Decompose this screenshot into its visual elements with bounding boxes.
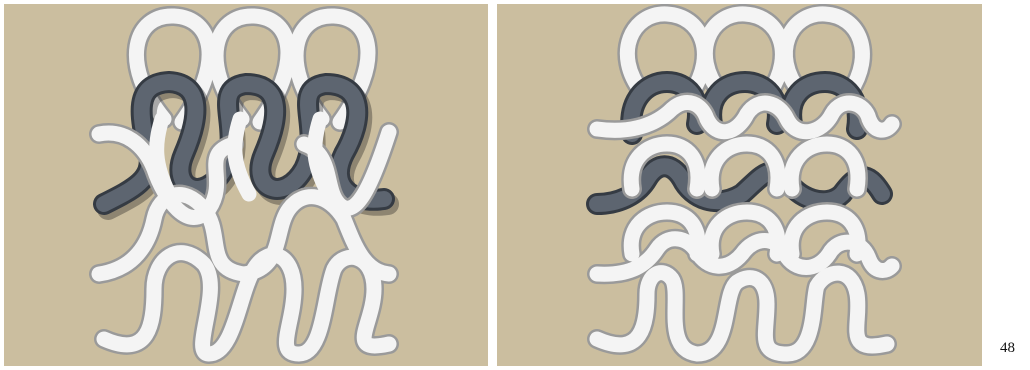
page-number: 48 xyxy=(1000,340,1015,357)
knit-top-loops xyxy=(136,16,368,122)
knit-face-diagram xyxy=(4,4,488,366)
knit-face-svg xyxy=(4,4,488,366)
purl-face-svg xyxy=(497,4,982,366)
purl-white-rows xyxy=(597,102,892,354)
purl-face-diagram xyxy=(497,4,982,366)
